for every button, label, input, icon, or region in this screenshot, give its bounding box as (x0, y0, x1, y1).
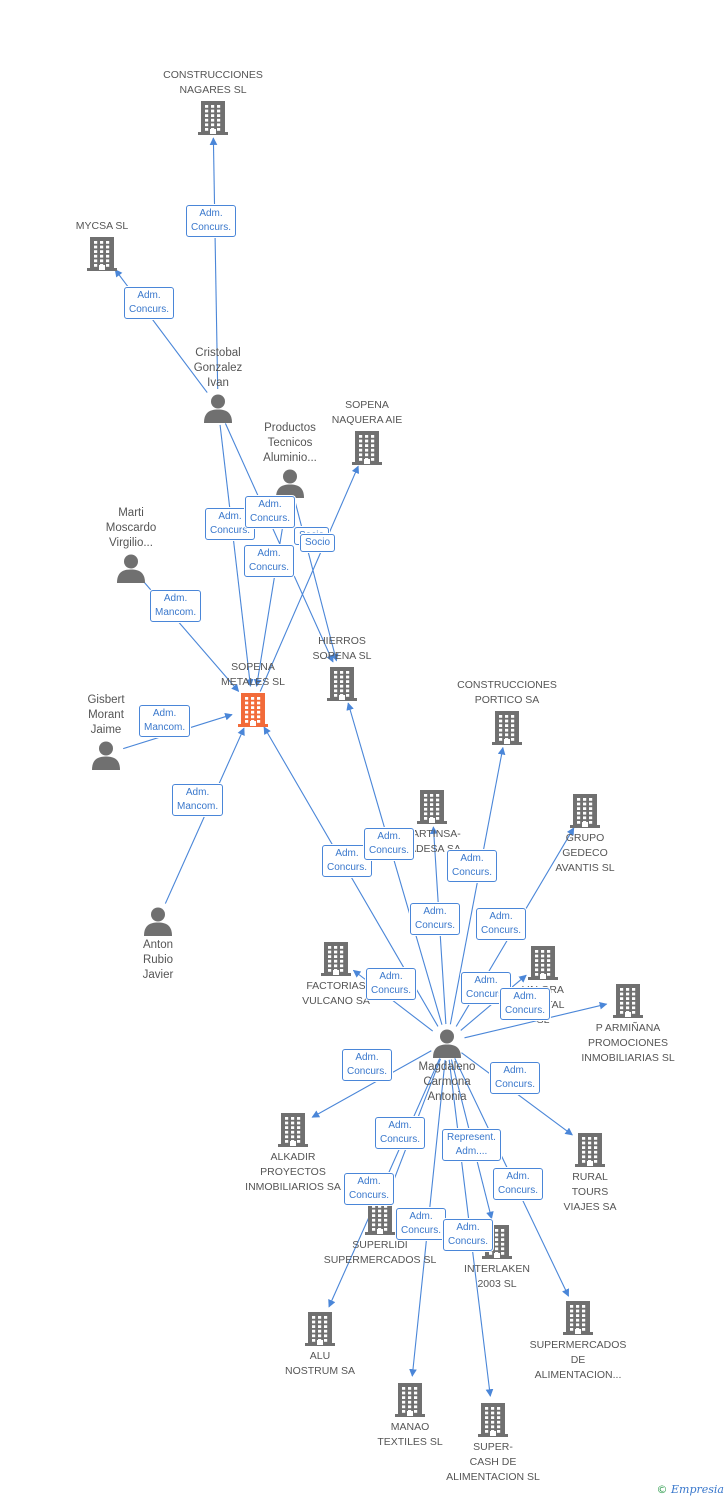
node-label-sopena_metales[interactable]: SOPENA METALES SL (221, 661, 285, 688)
edge-cristobal-sopena_metales (219, 424, 254, 687)
edge-label-magdaleno-alkadir[interactable]: Adm. Concurs. (342, 1049, 393, 1081)
node-label-alu[interactable]: ALU NOSTRUM SA (284, 1350, 356, 1377)
building-icon[interactable] (197, 100, 229, 141)
person-icon[interactable] (203, 393, 233, 428)
edge-label-magdaleno-gedeco[interactable]: Adm. Concurs. (476, 908, 527, 940)
footer-brand[interactable]: © Empresia (657, 1483, 725, 1496)
building-icon[interactable] (304, 1311, 336, 1352)
edge-label-magdaleno-martinsa-2[interactable]: Adm. Concurs. (410, 903, 461, 935)
focus-building-icon[interactable] (237, 692, 269, 733)
building-icon[interactable] (491, 710, 523, 751)
edge-label-magdaleno-manao[interactable]: Adm. Concurs. (396, 1208, 447, 1240)
edge-label-cristobal-nagares[interactable]: Adm. Concurs. (186, 205, 237, 237)
edge-label-magdaleno-rural[interactable]: Adm. Concurs. (490, 1062, 541, 1094)
node-label-cristobal[interactable]: Cristobal Gonzalez Ivan (193, 347, 243, 389)
edge-label-magdaleno-interlaken[interactable]: Represent. Adm.... (442, 1129, 501, 1161)
building-icon[interactable] (562, 1300, 594, 1341)
building-icon[interactable] (574, 1132, 606, 1173)
building-icon[interactable] (277, 1112, 309, 1153)
node-label-manao[interactable]: MANAO TEXTILES SL (377, 1421, 443, 1448)
node-label-magdaleno[interactable]: Magdaleno Carmona Antonia (418, 1061, 476, 1103)
node-label-gedeco[interactable]: GRUPO GEDECO AVANTIS SL (555, 832, 615, 874)
edge-label-sopena_metales-sopena_naquera[interactable]: Socio (300, 534, 336, 552)
node-label-hierros[interactable]: HIERROS SOPENA SL (312, 635, 372, 662)
edge-label-productos-sopena_metales[interactable]: Adm. Concurs. (244, 545, 295, 577)
copyright-icon: © (656, 1483, 668, 1496)
building-icon[interactable] (364, 1200, 396, 1241)
building-icon[interactable] (477, 1402, 509, 1443)
node-label-gisbert[interactable]: Gisbert Morant Jaime (87, 694, 125, 736)
node-label-factorias[interactable]: FACTORIAS VULCANO SA (302, 980, 370, 1007)
edge-label-gisbert-sopena_metales[interactable]: Adm. Mancom. (139, 705, 191, 737)
node-label-sopena_naquera[interactable]: SOPENA NAQUERA AIE (331, 399, 403, 426)
person-icon[interactable] (116, 553, 146, 588)
building-icon[interactable] (416, 789, 448, 830)
node-label-supermercados[interactable]: SUPERMERCADOS DE ALIMENTACION... (529, 1339, 627, 1381)
edge-label-magdaleno-portico[interactable]: Adm. Concurs. (447, 850, 498, 882)
edge-label-marti-sopena_metales[interactable]: Adm. Mancom. (150, 590, 202, 622)
person-icon[interactable] (91, 740, 121, 775)
node-label-portico[interactable]: CONSTRUCCIONES PORTICO SA (457, 679, 557, 706)
edge-label-anton-sopena_metales[interactable]: Adm. Mancom. (172, 784, 224, 816)
edge-label-magdaleno-alu[interactable]: Adm. Concurs. (375, 1117, 426, 1149)
edge-label-magdaleno-factorias[interactable]: Adm. Concurs. (366, 968, 417, 1000)
edge-label-cristobal-hierros[interactable]: Adm. Concurs. (245, 496, 296, 528)
edge-magdaleno-parminana (464, 1001, 608, 1039)
person-icon[interactable] (432, 1028, 462, 1063)
edge-label-cristobal-mycsa[interactable]: Adm. Concurs. (124, 287, 175, 319)
building-icon[interactable] (320, 941, 352, 982)
node-label-anton[interactable]: Anton Rubio Javier (142, 939, 174, 981)
building-icon[interactable] (86, 236, 118, 277)
building-icon[interactable] (569, 793, 601, 834)
edge-label-magdaleno-martinsa[interactable]: Adm. Concurs. (364, 828, 415, 860)
node-label-rural[interactable]: RURAL TOURS VIAJES SA (563, 1171, 617, 1213)
node-label-supercash[interactable]: SUPER- CASH DE ALIMENTACION SL (446, 1441, 540, 1483)
edge-cristobal-nagares (209, 137, 219, 390)
edge-productos-sopena_metales (253, 499, 288, 688)
building-icon[interactable] (612, 983, 644, 1024)
edge-magdaleno-portico (449, 746, 506, 1025)
edge-label-magdaleno-supermercados[interactable]: Adm. Concurs. (493, 1168, 544, 1200)
edge-label-magdaleno-supercash[interactable]: Adm. Concurs. (443, 1219, 494, 1251)
edge-sopena_metales-sopena_naquera (259, 465, 359, 692)
edge-magdaleno-hierros (346, 702, 443, 1025)
node-label-mycsa[interactable]: MYCSA SL (75, 220, 129, 232)
node-label-productos[interactable]: Productos Tecnicos Aluminio... (263, 422, 317, 464)
person-icon[interactable] (143, 906, 173, 941)
node-label-nagares[interactable]: CONSTRUCCIONES NAGARES SL (163, 69, 263, 96)
edge-magdaleno-alkadir (311, 1050, 432, 1118)
node-label-alkadir[interactable]: ALKADIR PROYECTOS INMOBILIARIOS SA (245, 1151, 341, 1193)
edge-cristobal-hierros (224, 423, 334, 663)
edge-label-magdaleno-sopena_metales[interactable]: Adm. Concurs. (322, 845, 373, 877)
node-label-parminana[interactable]: P ARMIÑANA PROMOCIONES INMOBILIARIAS SL (581, 1022, 675, 1064)
brand-logo: Empresia (671, 1483, 724, 1496)
building-icon[interactable] (394, 1382, 426, 1423)
edge-label-magdaleno-parminana[interactable]: Adm. Concurs. (500, 988, 551, 1020)
edge-label-magdaleno-superlidi[interactable]: Adm. Concurs. (344, 1173, 395, 1205)
building-icon[interactable] (326, 666, 358, 707)
edge-productos-hierros (293, 499, 339, 662)
node-label-interlaken[interactable]: INTERLAKEN 2003 SL (464, 1263, 530, 1290)
building-icon[interactable] (351, 430, 383, 471)
node-label-superlidi[interactable]: SUPERLIDI SUPERMERCADOS SL (323, 1239, 437, 1266)
node-label-marti[interactable]: Marti Moscardo Virgilio... (105, 507, 157, 549)
person-icon[interactable] (275, 468, 305, 503)
building-icon[interactable] (527, 945, 559, 986)
